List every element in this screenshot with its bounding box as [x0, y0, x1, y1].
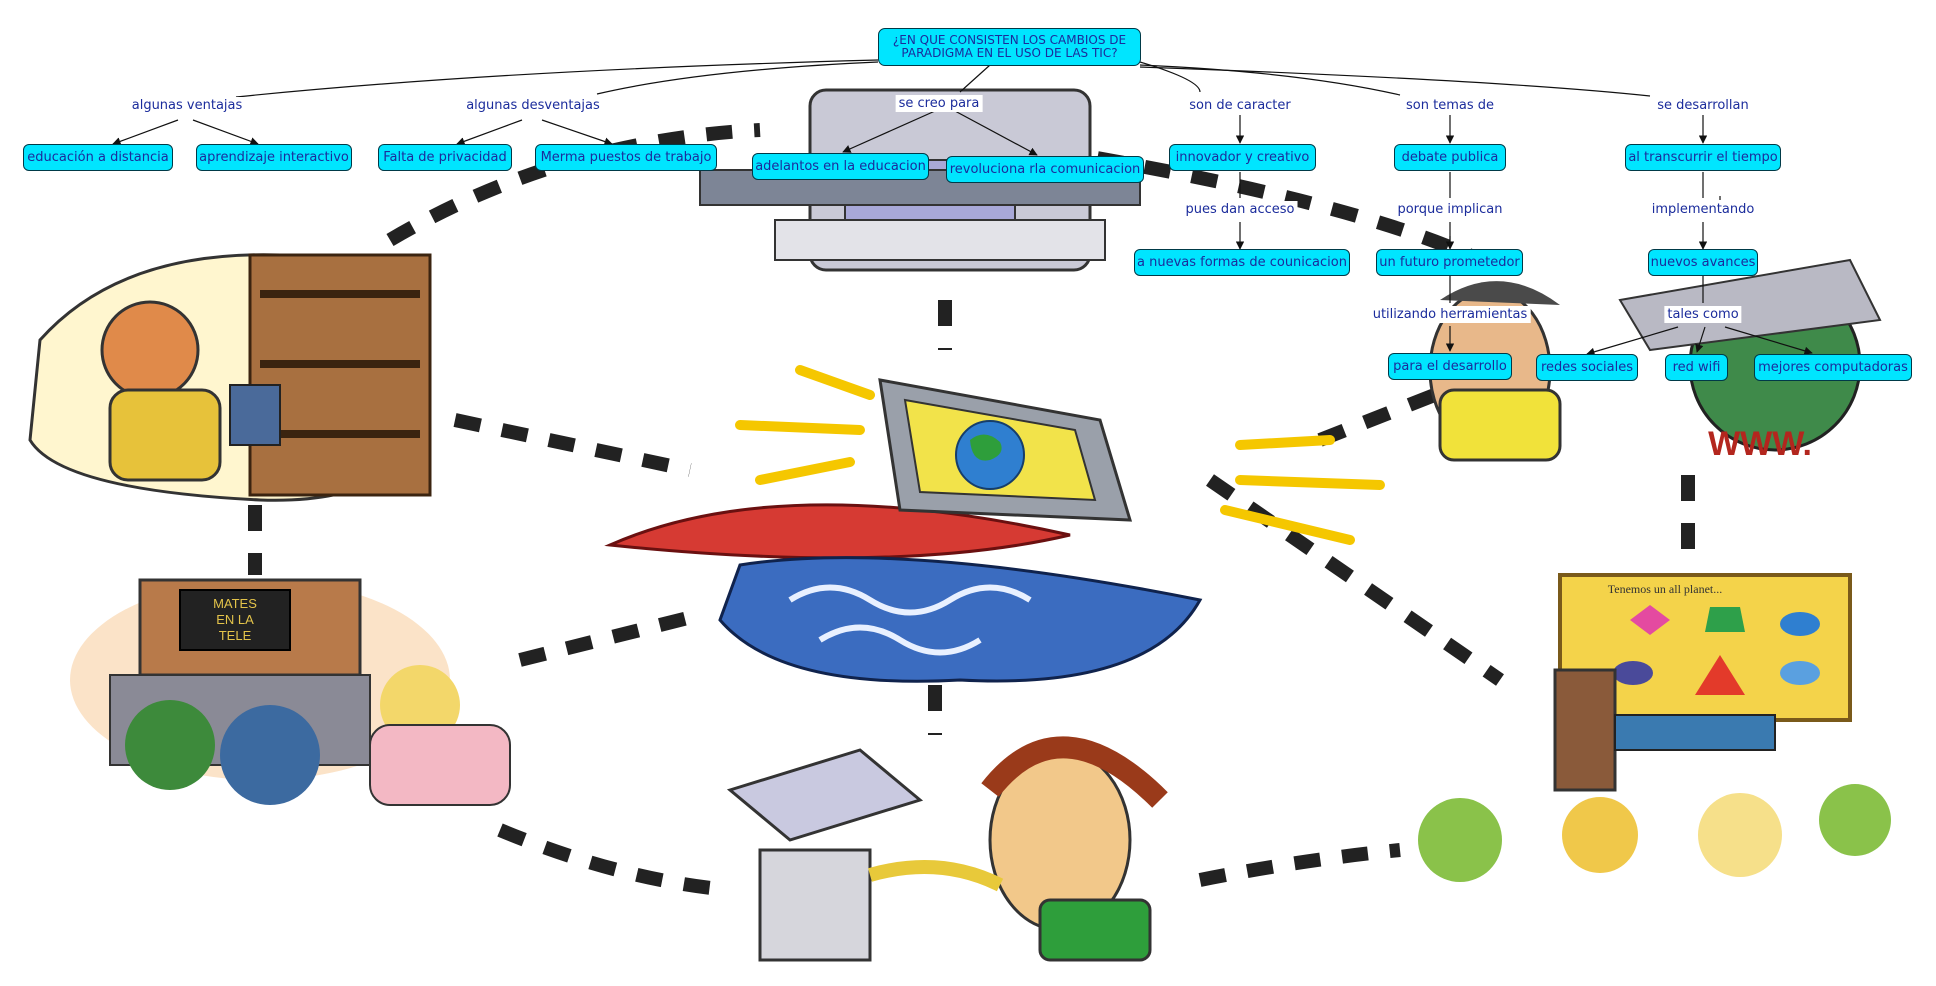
concept-merma-puestos[interactable]: Merma puestos de trabajo — [535, 144, 717, 171]
concept-educacion-distancia[interactable]: educación a distancia — [23, 144, 173, 171]
tv-classroom-illustration: MATES EN LA TELE — [70, 578, 511, 806]
concept-adelantos-educacion[interactable]: adelantos en la educacion — [752, 153, 929, 180]
www-sign: WWW. — [1708, 425, 1812, 463]
concept-red-wifi[interactable]: red wifi — [1665, 354, 1728, 381]
concept-connectors — [235, 59, 1721, 303]
root-concept[interactable]: ¿EN QUE CONSISTEN LOS CAMBIOS DE PARADIG… — [878, 28, 1141, 66]
tv-caption-1: MATES — [213, 596, 257, 611]
link-pues-dan-acceso[interactable]: pues dan acceso — [1182, 201, 1298, 218]
concept-futuro-prometedor[interactable]: un futuro prometedor — [1376, 249, 1523, 276]
link-son-temas-de[interactable]: son temas de — [1403, 97, 1497, 114]
concept-nuevas-formas[interactable]: a nuevas formas de counicacion — [1134, 249, 1350, 276]
concept-revoluciona-comunicacion[interactable]: revoluciona rla comunicacion — [946, 156, 1144, 183]
concept-nuevos-avances[interactable]: nuevos avances — [1648, 249, 1758, 276]
concept-aprendizaje-interactivo[interactable]: aprendizaje interactivo — [196, 144, 352, 171]
poster-caption: Tenemos un all planet... — [1608, 582, 1722, 596]
svg-text:EN LA: EN LA — [216, 612, 254, 627]
link-algunas-ventajas[interactable]: algunas ventajas — [128, 97, 246, 114]
girl-computer-illustration — [726, 736, 1168, 962]
concept-arrows — [112, 110, 1813, 356]
link-se-creo-para[interactable]: se creo para — [895, 95, 983, 112]
link-porque-implican[interactable]: porque implican — [1394, 201, 1506, 218]
concept-debate-publica[interactable]: debate publica — [1394, 144, 1506, 171]
concept-transcurrir-tiempo[interactable]: al transcurrir el tiempo — [1625, 144, 1781, 171]
concept-para-desarrollo[interactable]: para el desarrollo — [1388, 353, 1512, 380]
link-utilizando-herramientas[interactable]: utilizando herramientas — [1369, 306, 1531, 323]
concept-falta-privacidad[interactable]: Falta de privacidad — [378, 144, 512, 171]
concept-mejores-computadoras[interactable]: mejores computadoras — [1754, 354, 1912, 381]
concept-innovador-creativo[interactable]: innovador y creativo — [1169, 144, 1316, 171]
teacher-board-illustration: Tenemos un all planet... — [1418, 573, 1891, 882]
computer-globe-illustration — [604, 365, 1385, 683]
librarian-illustration — [28, 253, 432, 502]
link-tales-como[interactable]: tales como — [1664, 306, 1742, 323]
link-algunas-desventajas[interactable]: algunas desventajas — [463, 97, 603, 114]
link-son-de-caracter[interactable]: son de caracter — [1186, 97, 1294, 114]
svg-text:TELE: TELE — [219, 628, 252, 643]
concept-redes-sociales[interactable]: redes sociales — [1536, 354, 1638, 381]
link-implementando[interactable]: implementando — [1648, 201, 1758, 218]
link-se-desarrollan[interactable]: se desarrollan — [1654, 97, 1752, 114]
